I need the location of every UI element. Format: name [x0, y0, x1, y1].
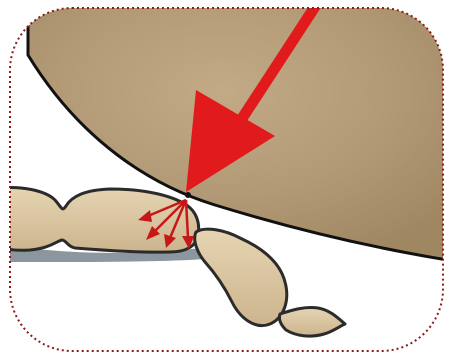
chain-segment-middle — [195, 229, 287, 325]
chain-tail — [279, 307, 345, 336]
frame-content — [0, 0, 453, 336]
contact-point — [185, 192, 191, 198]
